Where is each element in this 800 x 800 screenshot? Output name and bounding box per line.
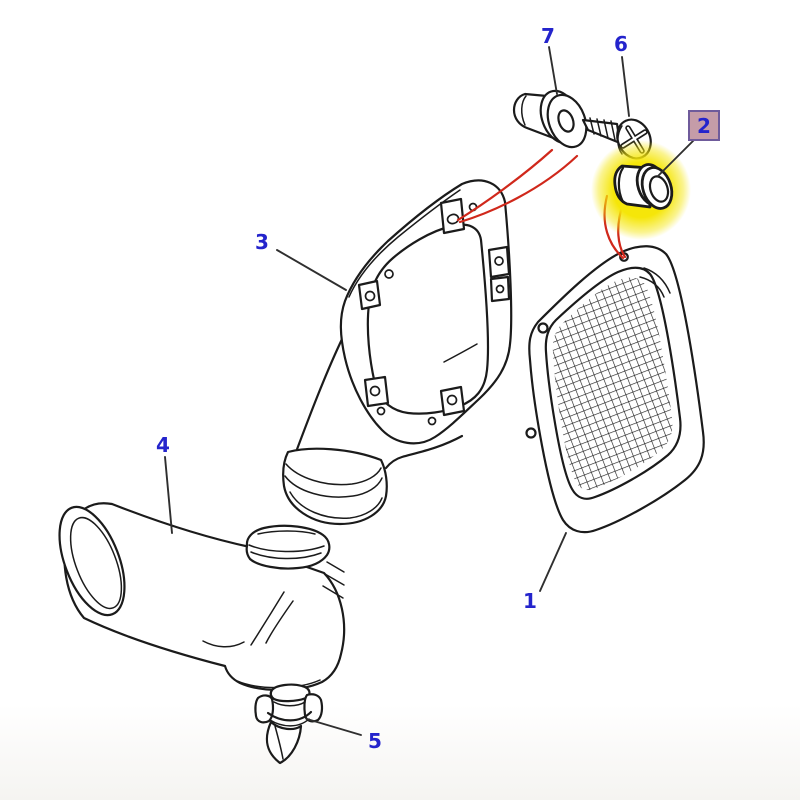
selected-part-badge[interactable] — [688, 110, 720, 141]
collar-rib-1 — [250, 551, 322, 560]
callout-label-7[interactable]: 7 — [541, 24, 555, 48]
part-grommet-bushing — [591, 140, 691, 240]
valve-lobe-left — [254, 694, 275, 724]
plug-cylinder-cap — [521, 95, 527, 126]
leader-line-7 — [548, 46, 558, 95]
neck-bottom-rim — [289, 491, 383, 519]
screw-thread-2 — [596, 118, 602, 137]
flange-hole-bottom-left — [369, 385, 381, 397]
valve-funnel — [265, 720, 303, 765]
bushing-hole — [648, 175, 670, 203]
valve-center-arc — [273, 701, 306, 707]
grille-mesh — [552, 277, 673, 491]
elbow-accent-2 — [265, 600, 294, 644]
duct-threaded-neck — [282, 447, 388, 526]
flange-hole-right-2 — [495, 284, 505, 294]
guide-curve-screw-a — [456, 148, 554, 222]
leader-line-2 — [657, 139, 695, 177]
neck-thread-2 — [284, 475, 383, 498]
callout-label-6[interactable]: 6 — [614, 32, 628, 56]
duct-body-right-edge — [384, 434, 464, 470]
valve-band-2 — [269, 718, 310, 727]
screw-thread-4 — [610, 120, 616, 141]
bushing-cap-arc — [617, 166, 625, 204]
screw-thread-3 — [603, 119, 609, 139]
elbow-rim-inner — [69, 516, 123, 610]
collar-rib-2 — [248, 544, 325, 553]
callout-label-3[interactable]: 3 — [255, 230, 269, 254]
valve-funnel-line — [274, 725, 284, 760]
callout-label-5[interactable]: 5 — [368, 729, 382, 753]
valve-lobe-top — [269, 683, 311, 703]
part-vent-grille — [525, 245, 705, 534]
elbow-accent-3 — [202, 640, 245, 648]
leader-line-5 — [306, 718, 362, 736]
grille-edge-bump-1 — [537, 322, 549, 334]
part-drain-valve — [254, 683, 324, 765]
elbow-accent-1 — [250, 591, 285, 646]
elbow-rim-outer — [58, 505, 126, 617]
flange-hole-bottom-right — [446, 394, 458, 406]
callout-label-2[interactable]: 2 — [697, 114, 711, 138]
callout-label-4[interactable]: 4 — [156, 433, 170, 457]
elbow-side-rib-1 — [326, 561, 345, 573]
part-elbow-duct — [58, 502, 346, 692]
grille-edge-bump-2 — [525, 427, 537, 439]
neck-thread-1 — [285, 463, 382, 486]
elbow-silhouette — [63, 502, 346, 692]
bushing-flange-face — [640, 166, 674, 210]
plug-center-hole — [557, 109, 575, 133]
flange-crease — [443, 343, 478, 363]
valve-lobe-right — [303, 693, 324, 723]
grille-corner-arc-1 — [639, 276, 665, 298]
flange-hole-face — [384, 269, 394, 279]
duct-body-left-edge — [294, 333, 346, 454]
part-air-duct-housing — [282, 179, 513, 526]
screw-thread-1 — [589, 117, 595, 135]
leader-lines — [164, 46, 695, 736]
elbow-side-rib-3 — [322, 585, 344, 599]
valve-band-1 — [266, 710, 313, 722]
leader-line-3 — [276, 249, 347, 291]
callout-label-1[interactable]: 1 — [523, 589, 537, 613]
part-plug-grommet — [512, 89, 588, 149]
collar-rib-3 — [257, 530, 316, 535]
duct-flange-opening — [366, 223, 490, 415]
plug-flange-face — [546, 93, 588, 149]
leader-line-1 — [539, 532, 567, 592]
leader-line-6 — [621, 56, 630, 117]
flange-hole-b — [376, 406, 386, 416]
flange-hole-right-1 — [494, 256, 504, 266]
grille-corner-arc-2 — [643, 267, 671, 294]
leader-line-4 — [164, 456, 173, 534]
elbow-collar — [245, 524, 331, 570]
flange-hole-left — [364, 290, 376, 302]
callout-labels: 7 6 2 3 4 1 5 — [156, 24, 720, 753]
flange-hole-top — [446, 213, 460, 225]
flange-hole-c — [427, 416, 437, 426]
guide-curve-screw-b — [458, 154, 579, 224]
elbow-side-rib-2 — [324, 573, 345, 586]
